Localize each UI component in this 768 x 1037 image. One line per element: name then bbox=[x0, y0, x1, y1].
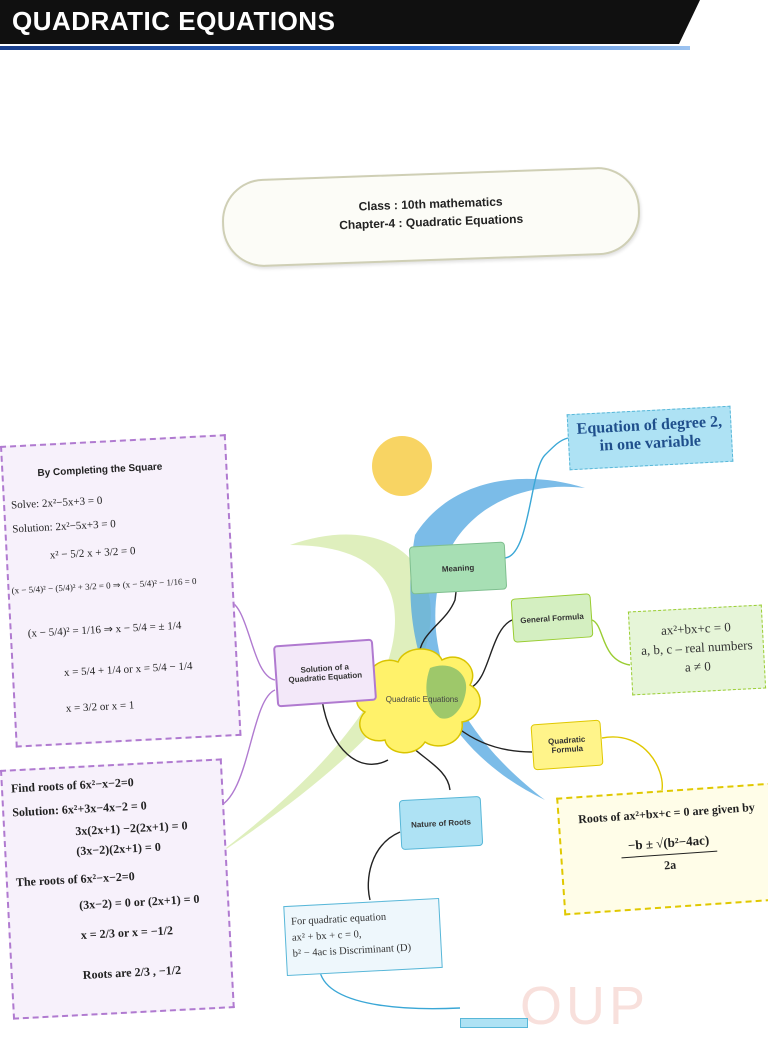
quadratic-formula-text: Roots of ax²+bx+c = 0 are given by bbox=[577, 799, 756, 827]
completing-square-box: By Completing the Square Solve: 2x²−5x+3… bbox=[0, 434, 242, 748]
center-node-label: Quadratic Equations bbox=[382, 682, 462, 716]
cs-line-2: Solution: 2x²−5x+3 = 0 bbox=[12, 518, 117, 536]
nature-of-roots-label: Nature of Roots bbox=[410, 816, 472, 830]
connector-general-detail bbox=[591, 619, 631, 666]
solution-label2: Quadratic Equation bbox=[288, 670, 363, 685]
connector-qformula-detail bbox=[601, 736, 663, 791]
page-title: QUADRATIC EQUATIONS bbox=[12, 6, 336, 36]
meaning-label: Meaning bbox=[441, 562, 475, 574]
general-formula-node: General Formula bbox=[510, 593, 594, 643]
general-formula-detail: ax²+bx+c = 0 a, b, c – real numbers a ≠ … bbox=[627, 604, 767, 696]
cs-line-3: x² − 5/2 x + 3/2 = 0 bbox=[49, 545, 136, 562]
quadratic-formula-node: Quadratic Formula bbox=[530, 719, 604, 771]
factorisation-box: Find roots of 6x²−x−2=0 Solution: 6x²+3x… bbox=[0, 758, 235, 1020]
quadratic-formula-label2: Formula bbox=[551, 743, 584, 756]
solution-node: Solution of a Quadratic Equation bbox=[272, 638, 378, 708]
cs-line-6: x = 5/4 + 1/4 or x = 5/4 − 1/4 bbox=[63, 660, 193, 679]
connector-center-qformula bbox=[457, 727, 533, 753]
title-bar bbox=[0, 0, 700, 44]
connector-center-general bbox=[469, 619, 513, 689]
meaning-detail-box: Equation of degree 2, in one variable bbox=[566, 405, 734, 471]
figure-head bbox=[372, 436, 432, 496]
center-label-text: Quadratic Equations bbox=[385, 694, 459, 704]
nature-of-roots-node: Nature of Roots bbox=[398, 795, 484, 851]
connector-meaning-detail bbox=[504, 437, 569, 559]
connector-nature-bottom bbox=[319, 971, 461, 1010]
title-underline bbox=[0, 46, 690, 50]
nature-bottom-box bbox=[460, 1018, 528, 1028]
meaning-node: Meaning bbox=[408, 541, 508, 595]
connector-nature-detail bbox=[367, 831, 401, 901]
connector-solution-bottom bbox=[214, 689, 276, 809]
fact-line-7: x = 2/3 or x = −1/2 bbox=[80, 923, 174, 942]
center-cloud-overlay bbox=[426, 665, 467, 719]
fact-line-1: Find roots of 6x²−x−2=0 bbox=[10, 775, 135, 796]
cs-line-1: Solve: 2x²−5x+3 = 0 bbox=[10, 494, 103, 512]
cs-line-5: (x − 5/4)² = 1/16 ⇒ x − 5/4 = ± 1/4 bbox=[27, 619, 182, 640]
cs-line-4: (x − 5/4)² − (5/4)² + 3/2 = 0 ⇒ (x − 5/4… bbox=[11, 575, 197, 596]
fact-line-5: The roots of 6x²−x−2=0 bbox=[15, 869, 135, 890]
cs-line-7: x = 3/2 or x = 1 bbox=[65, 699, 135, 715]
fact-line-8: Roots are 2/3 , −1/2 bbox=[82, 962, 182, 982]
watermark: OUP bbox=[520, 976, 650, 1036]
fact-line-2: Solution: 6x²+3x−4x−2 = 0 bbox=[11, 798, 148, 820]
completing-square-heading: By Completing the Square bbox=[37, 461, 163, 480]
fact-line-3: 3x(2x+1) −2(2x+1) = 0 bbox=[74, 818, 188, 839]
connector-center-nature bbox=[409, 744, 451, 791]
quadratic-formula-detail: Roots of ax²+bx+c = 0 are given by −b ± … bbox=[556, 782, 768, 916]
connector-solution-center-loop bbox=[321, 699, 389, 765]
fact-line-4: (3x−2)(2x+1) = 0 bbox=[75, 839, 162, 859]
fact-line-6: (3x−2) = 0 or (2x+1) = 0 bbox=[78, 891, 200, 913]
nature-of-roots-detail: For quadratic equation ax² + bx + c = 0,… bbox=[283, 897, 443, 977]
general-formula-label: General Formula bbox=[519, 611, 585, 625]
